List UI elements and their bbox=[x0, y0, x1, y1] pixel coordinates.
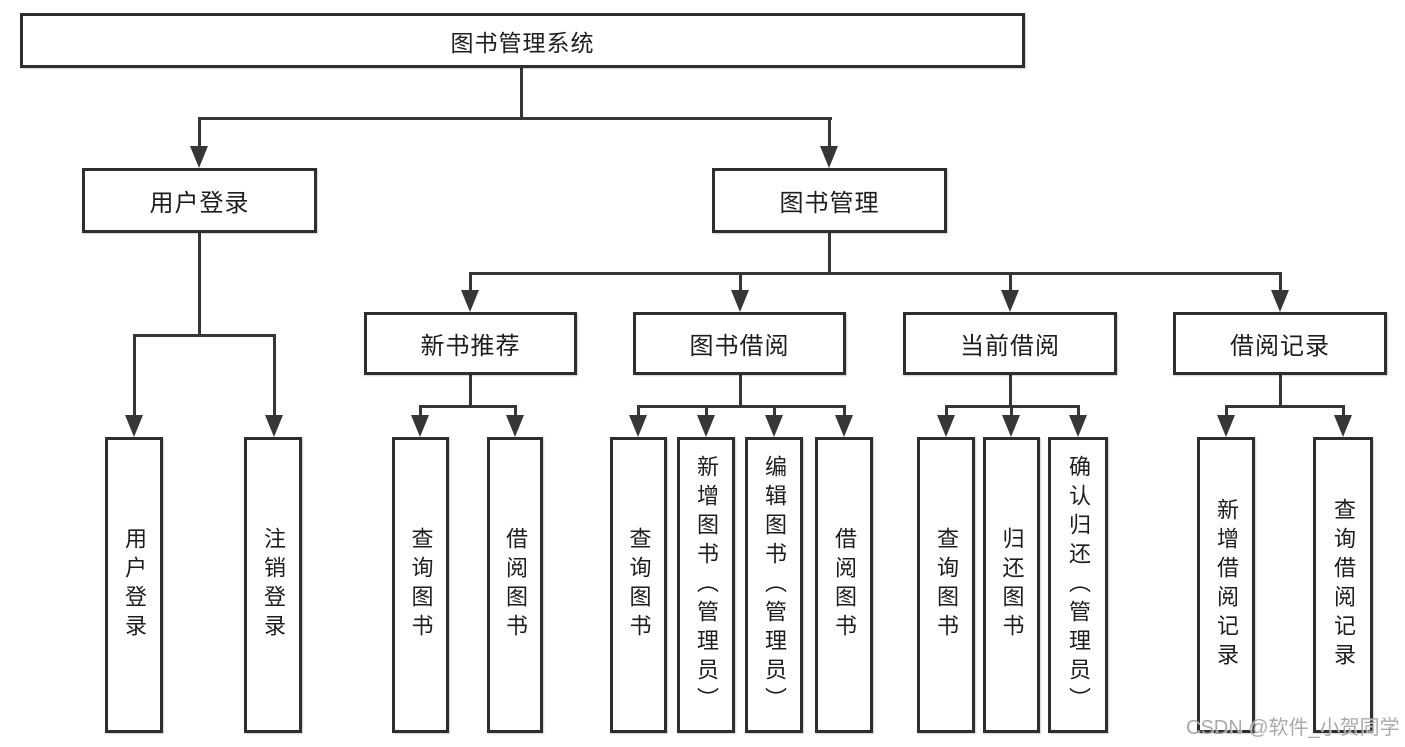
arrow-down-icon bbox=[1334, 415, 1352, 437]
arrow-down-icon bbox=[1217, 415, 1235, 437]
connector-line bbox=[469, 272, 1282, 275]
connector-line bbox=[133, 334, 276, 337]
leaf-add-books-admin: 新增图书（管理员） bbox=[677, 437, 735, 733]
leaf-label: 新增借阅记录 bbox=[1214, 498, 1239, 672]
leaf-label: 归还图书 bbox=[999, 527, 1025, 643]
connector-line bbox=[705, 405, 708, 419]
leaf-add-borrow-record: 新增借阅记录 bbox=[1197, 437, 1255, 733]
leaf-label: 用户登录 bbox=[122, 527, 147, 643]
arrow-down-icon bbox=[265, 415, 283, 437]
connector-line bbox=[1225, 405, 1228, 419]
connector-line bbox=[637, 405, 846, 408]
leaf-label: 注销登录 bbox=[261, 527, 286, 643]
leaf-label: 查询借阅记录 bbox=[1331, 498, 1356, 672]
connector-line bbox=[828, 118, 831, 152]
arrow-down-icon bbox=[629, 415, 647, 437]
arrow-down-icon bbox=[461, 290, 479, 312]
connector-line bbox=[469, 273, 472, 295]
connector-line bbox=[273, 335, 276, 421]
connector-line bbox=[739, 375, 742, 408]
leaf-label: 新增图书（管理员） bbox=[694, 454, 719, 716]
connector-line bbox=[1279, 375, 1282, 408]
leaf-edit-books-admin: 编辑图书（管理员） bbox=[745, 437, 803, 733]
node-book-management: 图书管理 bbox=[712, 168, 947, 233]
connector-line bbox=[1010, 405, 1013, 419]
leaf-label: 查询图书 bbox=[408, 527, 434, 643]
node-root-library-system: 图书管理系统 bbox=[20, 13, 1025, 68]
arrow-down-icon bbox=[765, 415, 783, 437]
arrow-down-icon bbox=[731, 290, 749, 312]
connector-line bbox=[843, 405, 846, 419]
leaf-label: 借阅图书 bbox=[503, 527, 528, 643]
connector-line bbox=[1342, 405, 1345, 419]
connector-line bbox=[773, 405, 776, 419]
leaf-query-books-borrow: 查询图书 bbox=[610, 437, 667, 733]
connector-line bbox=[133, 335, 136, 421]
connector-line bbox=[419, 405, 517, 408]
arrow-down-icon bbox=[1001, 290, 1019, 312]
node-user-login: 用户登录 bbox=[82, 168, 317, 233]
connector-line bbox=[1077, 405, 1080, 419]
connector-line bbox=[198, 118, 201, 152]
connector-line bbox=[828, 233, 831, 274]
arrow-down-icon bbox=[1002, 415, 1020, 437]
leaf-query-borrow-record: 查询借阅记录 bbox=[1313, 437, 1373, 733]
node-new-book-recommend: 新书推荐 bbox=[364, 312, 577, 375]
leaf-label: 查询图书 bbox=[626, 527, 652, 643]
leaf-borrow-books-borrow: 借阅图书 bbox=[815, 437, 873, 733]
leaf-borrow-books-recommend: 借阅图书 bbox=[487, 437, 543, 733]
arrow-down-icon bbox=[835, 415, 853, 437]
arrow-down-icon bbox=[506, 415, 524, 437]
connector-line bbox=[1279, 273, 1282, 295]
leaf-label: 确认归还（管理员） bbox=[1066, 454, 1091, 716]
arrow-down-icon bbox=[820, 146, 838, 168]
node-current-borrowing: 当前借阅 bbox=[903, 312, 1117, 375]
connector-line bbox=[198, 117, 832, 120]
arrow-down-icon bbox=[125, 415, 143, 437]
node-book-borrowing: 图书借阅 bbox=[633, 312, 846, 375]
leaf-label: 查询图书 bbox=[934, 527, 959, 643]
leaf-label: 编辑图书（管理员） bbox=[762, 454, 787, 716]
arrow-down-icon bbox=[697, 415, 715, 437]
connector-line bbox=[1009, 273, 1012, 295]
leaf-confirm-return-admin: 确认归还（管理员） bbox=[1048, 437, 1108, 733]
leaf-label: 借阅图书 bbox=[832, 527, 857, 643]
leaf-query-books-current: 查询图书 bbox=[917, 437, 975, 733]
connector-line bbox=[945, 405, 948, 419]
leaf-user-login: 用户登录 bbox=[105, 437, 163, 733]
connector-line bbox=[739, 273, 742, 295]
arrow-down-icon bbox=[1069, 415, 1087, 437]
node-borrowing-records: 借阅记录 bbox=[1173, 312, 1387, 375]
connector-line bbox=[198, 233, 201, 336]
connector-line bbox=[514, 405, 517, 419]
leaf-query-books-recommend: 查询图书 bbox=[392, 437, 449, 733]
connector-line bbox=[419, 405, 422, 419]
leaf-logout-login: 注销登录 bbox=[244, 437, 302, 733]
connector-line bbox=[1009, 375, 1012, 408]
connector-line bbox=[637, 405, 640, 419]
arrow-down-icon bbox=[190, 146, 208, 168]
arrow-down-icon bbox=[411, 415, 429, 437]
connector-line bbox=[520, 68, 523, 118]
leaf-return-books: 归还图书 bbox=[983, 437, 1040, 733]
arrow-down-icon bbox=[937, 415, 955, 437]
arrow-down-icon bbox=[1271, 290, 1289, 312]
csdn-watermark: CSDN @软件_小贺同学 bbox=[1186, 717, 1400, 739]
connector-line bbox=[1225, 405, 1345, 408]
connector-line bbox=[469, 375, 472, 408]
